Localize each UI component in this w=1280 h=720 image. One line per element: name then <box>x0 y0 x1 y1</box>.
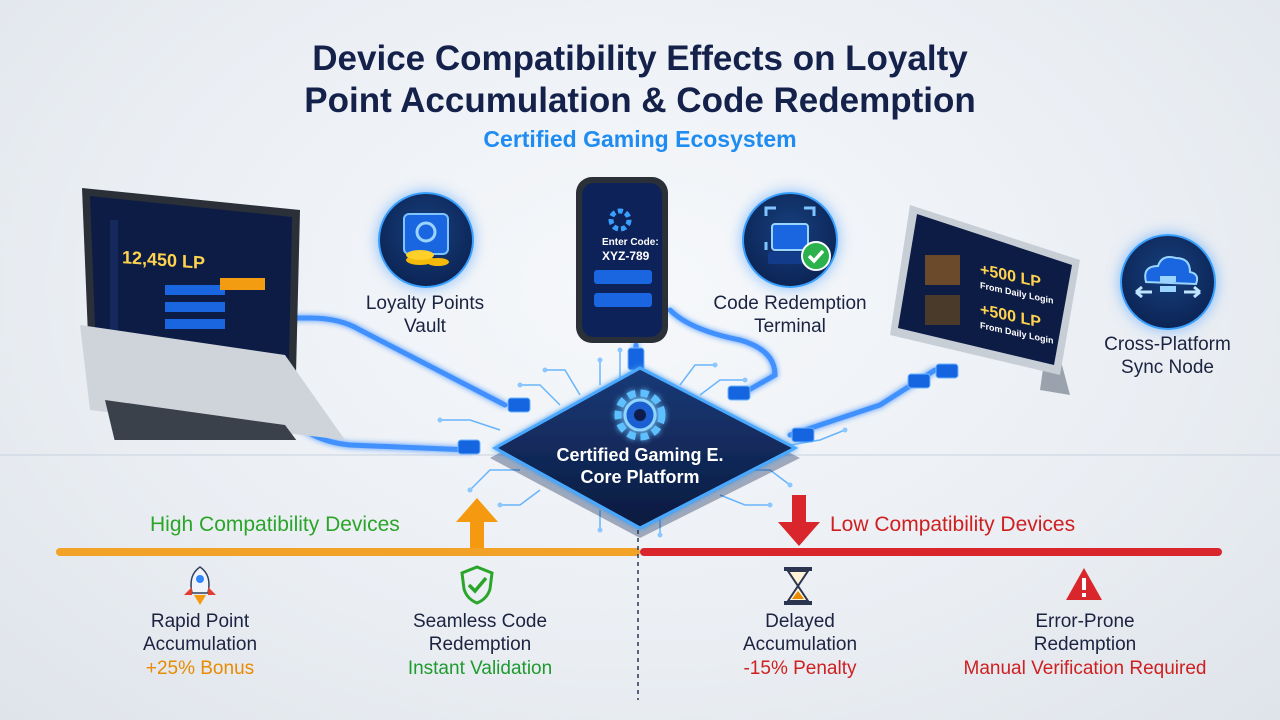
feature-delayed-value: -15% Penalty <box>743 658 857 679</box>
laptop-icon <box>80 188 345 440</box>
feature-seamless-title: Seamless Code Redemption <box>412 611 548 655</box>
check-shield-icon <box>460 565 494 605</box>
sync-label-text: Cross-Platform Sync Node <box>1104 334 1231 378</box>
tablet-icon <box>890 205 1080 395</box>
page-title-line-2: Point Accumulation & Code Redemption <box>304 81 976 120</box>
warning-icon <box>1066 568 1102 600</box>
core-platform-label: Certified Gaming E. Core Platform <box>520 444 760 488</box>
page-subtitle: Certified Gaming Ecosystem <box>483 126 797 152</box>
core-platform-chip <box>490 366 800 538</box>
core-platform-line-1: Certified Gaming E. <box>556 445 724 465</box>
up-arrow-icon <box>456 498 498 548</box>
feature-error-title: Error-Prone Redemption <box>1033 611 1137 655</box>
sync-label: Cross-Platform Sync Node <box>1085 333 1250 379</box>
vault-node-circle <box>378 192 474 288</box>
phone-device: Enter Code: XYZ-789 <box>574 175 670 345</box>
sync-node-circle <box>1120 234 1216 330</box>
cloud-sync-icon <box>1135 256 1201 299</box>
circuit-dots <box>437 347 848 538</box>
rocket-icon <box>184 566 216 605</box>
vault-icon <box>403 213 449 266</box>
down-arrow-icon <box>778 495 820 546</box>
feature-delayed-title: Delayed Accumulation <box>742 611 858 655</box>
terminal-node-circle <box>742 192 838 288</box>
low-compat-heading: Low Compatibility Devices <box>830 513 1076 536</box>
feature-error-value: Manual Verification Required <box>963 658 1207 679</box>
terminal-label-text: Code Redemption Terminal <box>713 293 867 337</box>
feature-seamless-value: Instant Validation <box>407 658 553 679</box>
phone-code-prompt: Enter Code: <box>602 237 659 248</box>
circuit-traces <box>440 350 846 535</box>
core-platform-line-2: Core Platform <box>580 467 700 487</box>
phone-code-value: XYZ-789 <box>602 249 650 263</box>
terminal-label: Code Redemption Terminal <box>695 292 885 338</box>
laptop-device: 12,450 LP <box>70 180 360 440</box>
gear-icon <box>614 389 666 441</box>
page-title-line-1: Device Compatibility Effects on Loyalty <box>312 39 968 78</box>
high-compat-heading: High Compatibility Devices <box>150 513 400 536</box>
tablet-device: +500 LP From Daily Login +500 LP From Da… <box>880 200 1090 400</box>
hourglass-icon <box>784 567 812 605</box>
phone-icon <box>576 177 668 343</box>
vault-label-text: Loyalty Points Vault <box>365 293 485 337</box>
terminal-icon <box>764 206 831 271</box>
feature-rapid-title: Rapid Point Accumulation <box>142 611 258 655</box>
vault-label: Loyalty Points Vault <box>340 292 510 338</box>
feature-rapid-value: +25% Bonus <box>145 658 255 679</box>
